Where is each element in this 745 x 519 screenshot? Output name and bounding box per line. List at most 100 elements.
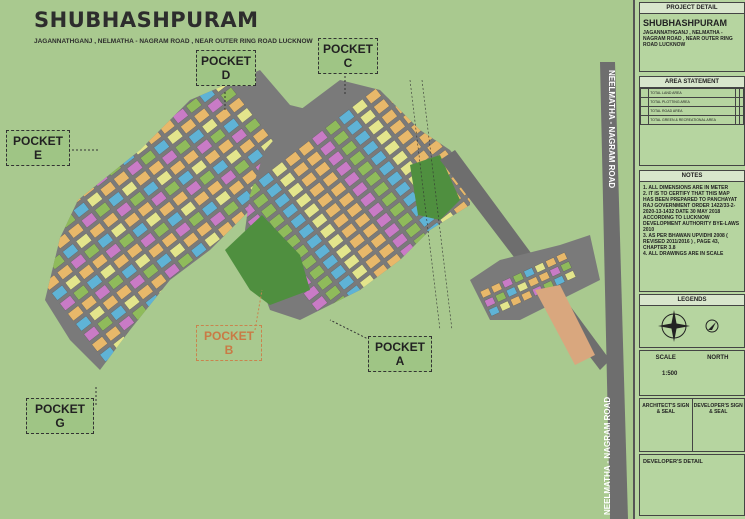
project-subtitle: JAGANNATHGANJ , NELMATHA - NAGRAM ROAD ,…	[34, 38, 313, 45]
plot-block	[505, 286, 518, 298]
plot-block	[45, 212, 55, 229]
plot-block	[375, 129, 393, 146]
plot-block	[300, 254, 318, 270]
plot-block	[123, 211, 141, 228]
plot-block	[99, 181, 117, 197]
plot-block	[209, 293, 226, 310]
plot-block	[338, 109, 355, 125]
plot-block	[180, 201, 197, 217]
plot-block	[86, 191, 103, 208]
plot-block	[298, 223, 315, 239]
pocket-a-line1: POCKET	[374, 340, 425, 354]
plot-block	[148, 160, 165, 176]
plot-block	[225, 148, 242, 165]
plot-block	[367, 202, 384, 218]
pocket-b-pointer	[254, 289, 263, 331]
plot-block	[325, 119, 342, 136]
plot-block	[311, 130, 328, 146]
plot-block	[180, 283, 197, 300]
notes-box: NOTES 1. ALL DIMENSIONS ARE IN METER 2. …	[639, 170, 745, 292]
plot-block	[73, 284, 90, 301]
plot-block	[252, 192, 269, 209]
plot-block	[220, 87, 237, 103]
pocket-a-pointer	[329, 319, 371, 341]
plot-block	[252, 128, 269, 144]
plot-block	[45, 243, 58, 260]
pocket-d-line2: D	[221, 68, 231, 82]
plot-block	[306, 151, 323, 167]
plot-block	[51, 202, 68, 218]
plot-block	[386, 170, 403, 187]
note-2: 2. IT IS TO CERTIFY THAT THIS MAP HAS BE…	[643, 191, 740, 233]
plot-block	[115, 366, 132, 370]
plot-block	[322, 254, 339, 270]
plot-block	[214, 190, 232, 206]
note-4: 4. ALL DRAWINGS ARE IN SCALE	[643, 251, 724, 257]
plot-block	[115, 284, 133, 300]
plot-block	[161, 314, 178, 331]
pocket-b-line1: POCKET	[203, 329, 254, 343]
plot-block	[327, 150, 344, 167]
plot-block	[343, 253, 360, 270]
plot-block	[287, 182, 304, 198]
plot-block	[549, 266, 561, 277]
plot-block	[158, 201, 175, 217]
road-label-top: NEELMATHA - NAGRAM ROAD	[607, 70, 616, 189]
plot-block	[174, 304, 191, 320]
plot-block	[105, 243, 122, 259]
plot-block	[142, 346, 159, 362]
plot-block	[150, 273, 167, 290]
central-park	[225, 215, 310, 305]
plot-block	[153, 139, 170, 155]
plot-block	[206, 180, 224, 196]
plot-block	[196, 304, 213, 320]
plot-block	[123, 294, 141, 311]
plot-block	[222, 200, 240, 217]
project-detail-box: PROJECT DETAIL SHUBHASHPURAM JAGANNATHGA…	[639, 2, 745, 72]
plot-block	[129, 273, 146, 290]
plot-block	[102, 294, 119, 311]
pocket-c-line2: C	[343, 56, 353, 70]
plot-block	[341, 140, 358, 156]
plot-block	[137, 284, 154, 300]
panel-project-address: JAGANNATHGANJ , NELMATHA - NAGRAM ROAD ,…	[643, 30, 733, 48]
plot-block	[346, 202, 363, 218]
plot-block	[488, 305, 500, 317]
area-row-1: TOTAL PLOTTING AREA	[648, 97, 737, 107]
pocket-c-label: POCKET C	[318, 38, 378, 74]
plot-block	[327, 233, 344, 249]
plot-block	[193, 107, 210, 124]
plot-block	[319, 140, 336, 157]
plot-block	[145, 211, 162, 228]
plot-block	[521, 290, 533, 302]
plot-block	[373, 181, 390, 197]
plot-block	[182, 232, 199, 248]
plot-block	[222, 283, 240, 299]
plot-block	[290, 213, 307, 229]
plot-block	[466, 190, 470, 207]
plot-block	[357, 243, 374, 259]
plot-block	[378, 160, 395, 177]
plot-block	[150, 191, 167, 207]
plot-block	[198, 169, 216, 186]
note-3: 3. AS PER BHAWAN UPVIDHI 2008 ( REVISED …	[643, 233, 728, 251]
plot-block	[188, 293, 205, 310]
plot-block	[67, 222, 84, 239]
pocket-d-label: POCKET D	[196, 50, 256, 86]
plot-block	[94, 284, 111, 301]
plot-block	[351, 264, 368, 280]
plot-block	[308, 181, 326, 198]
plot-block	[134, 170, 151, 187]
pocket-g-line2: G	[55, 416, 65, 430]
plot-block	[247, 148, 264, 165]
plot-block	[311, 212, 328, 229]
plot-block	[113, 170, 130, 187]
plot-block	[349, 150, 366, 167]
plot-block	[490, 282, 503, 294]
plot-block	[94, 201, 111, 218]
project-detail-header: PROJECT DETAIL	[640, 3, 744, 14]
plot-block	[91, 253, 109, 270]
panel-project-name: SHUBHASHPURAM	[643, 18, 728, 28]
plot-block	[73, 202, 90, 218]
plot-block	[193, 190, 210, 207]
